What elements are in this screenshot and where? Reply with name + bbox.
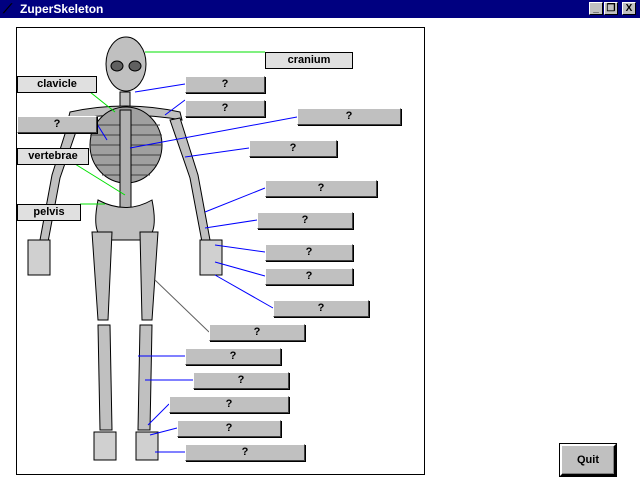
- bone-icon: ⟋: [3, 1, 13, 16]
- quit-button[interactable]: Quit: [559, 443, 617, 477]
- unknown-label-button[interactable]: ?: [169, 396, 289, 413]
- unknown-label-button[interactable]: ?: [249, 140, 337, 157]
- unknown-label-button[interactable]: ?: [185, 76, 265, 93]
- unknown-label-button[interactable]: ?: [257, 212, 353, 229]
- restore-button[interactable]: ❐: [604, 2, 618, 15]
- unknown-label-button[interactable]: ?: [265, 180, 377, 197]
- unknown-label-button[interactable]: ?: [265, 268, 353, 285]
- unknown-label-button[interactable]: ?: [17, 116, 97, 133]
- unknown-label-button[interactable]: ?: [297, 108, 401, 125]
- label-clavicle: clavicle: [17, 76, 97, 93]
- close-button[interactable]: X: [622, 2, 636, 15]
- label-pelvis: pelvis: [17, 204, 81, 221]
- label-vertebrae: vertebrae: [17, 148, 89, 165]
- window-title: ZuperSkeleton: [20, 2, 104, 16]
- minimize-button[interactable]: _: [589, 2, 603, 15]
- unknown-label-button[interactable]: ?: [265, 244, 353, 261]
- unknown-label-button[interactable]: ?: [177, 420, 281, 437]
- label-cranium: cranium: [265, 52, 353, 69]
- unknown-label-button[interactable]: ?: [185, 100, 265, 117]
- title-bar: ⟋ ZuperSkeleton _ ❐ X: [0, 0, 640, 18]
- unknown-label-button[interactable]: ?: [273, 300, 369, 317]
- unknown-label-button[interactable]: ?: [185, 444, 305, 461]
- unknown-label-button[interactable]: ?: [209, 324, 305, 341]
- unknown-label-button[interactable]: ?: [193, 372, 289, 389]
- unknown-label-button[interactable]: ?: [185, 348, 281, 365]
